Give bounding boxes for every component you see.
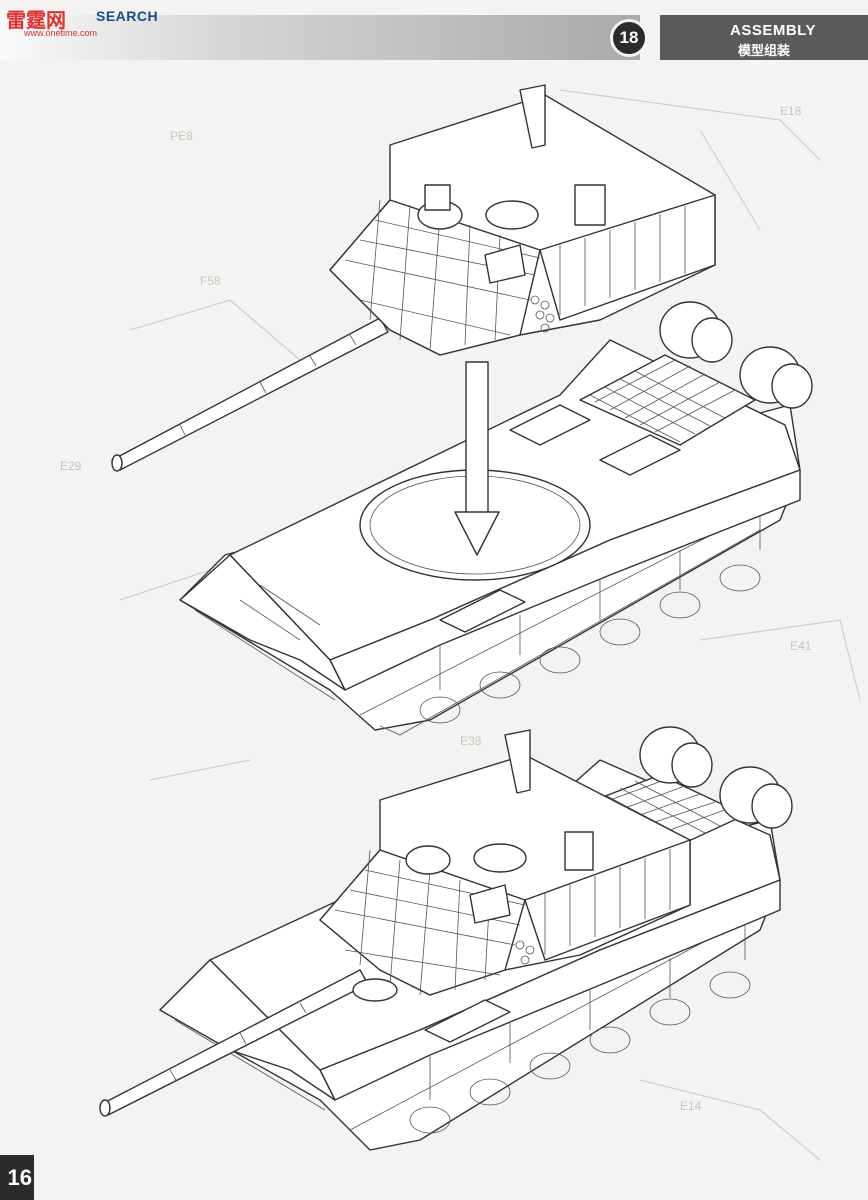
title-english: ASSEMBLY bbox=[730, 22, 816, 39]
hull-top bbox=[179, 301, 813, 736]
tank-assembled bbox=[99, 726, 793, 1151]
svg-text:E29: E29 bbox=[60, 459, 82, 473]
watermark-url: www.onetime.com bbox=[24, 28, 98, 38]
step-number-badge: 18 bbox=[610, 19, 648, 57]
svg-text:E18: E18 bbox=[780, 104, 802, 118]
watermark-search: SEARCH bbox=[96, 8, 159, 24]
header-gradient-bar bbox=[0, 15, 640, 60]
page-number: 16 bbox=[0, 1155, 34, 1200]
svg-text:PE8: PE8 bbox=[170, 129, 193, 143]
svg-text:E41: E41 bbox=[790, 639, 812, 653]
turret-top bbox=[111, 84, 716, 472]
watermark-logo: 雷霆网 bbox=[6, 10, 66, 32]
header-title-box bbox=[660, 15, 868, 60]
svg-text:E38: E38 bbox=[460, 734, 482, 748]
bleed-through-artwork: PE8 E18 F58 E29 E41 E38 E14 bbox=[60, 89, 861, 1161]
svg-text:E14: E14 bbox=[680, 1099, 702, 1113]
site-watermark: 雷霆网 SEARCH www.onetime.com bbox=[6, 2, 176, 42]
title-chinese: 模型组装 bbox=[738, 43, 791, 58]
header-band: 18 ASSEMBLY 模型组装 bbox=[0, 0, 868, 60]
svg-text:F58: F58 bbox=[200, 274, 221, 288]
down-arrow-icon bbox=[454, 361, 500, 556]
